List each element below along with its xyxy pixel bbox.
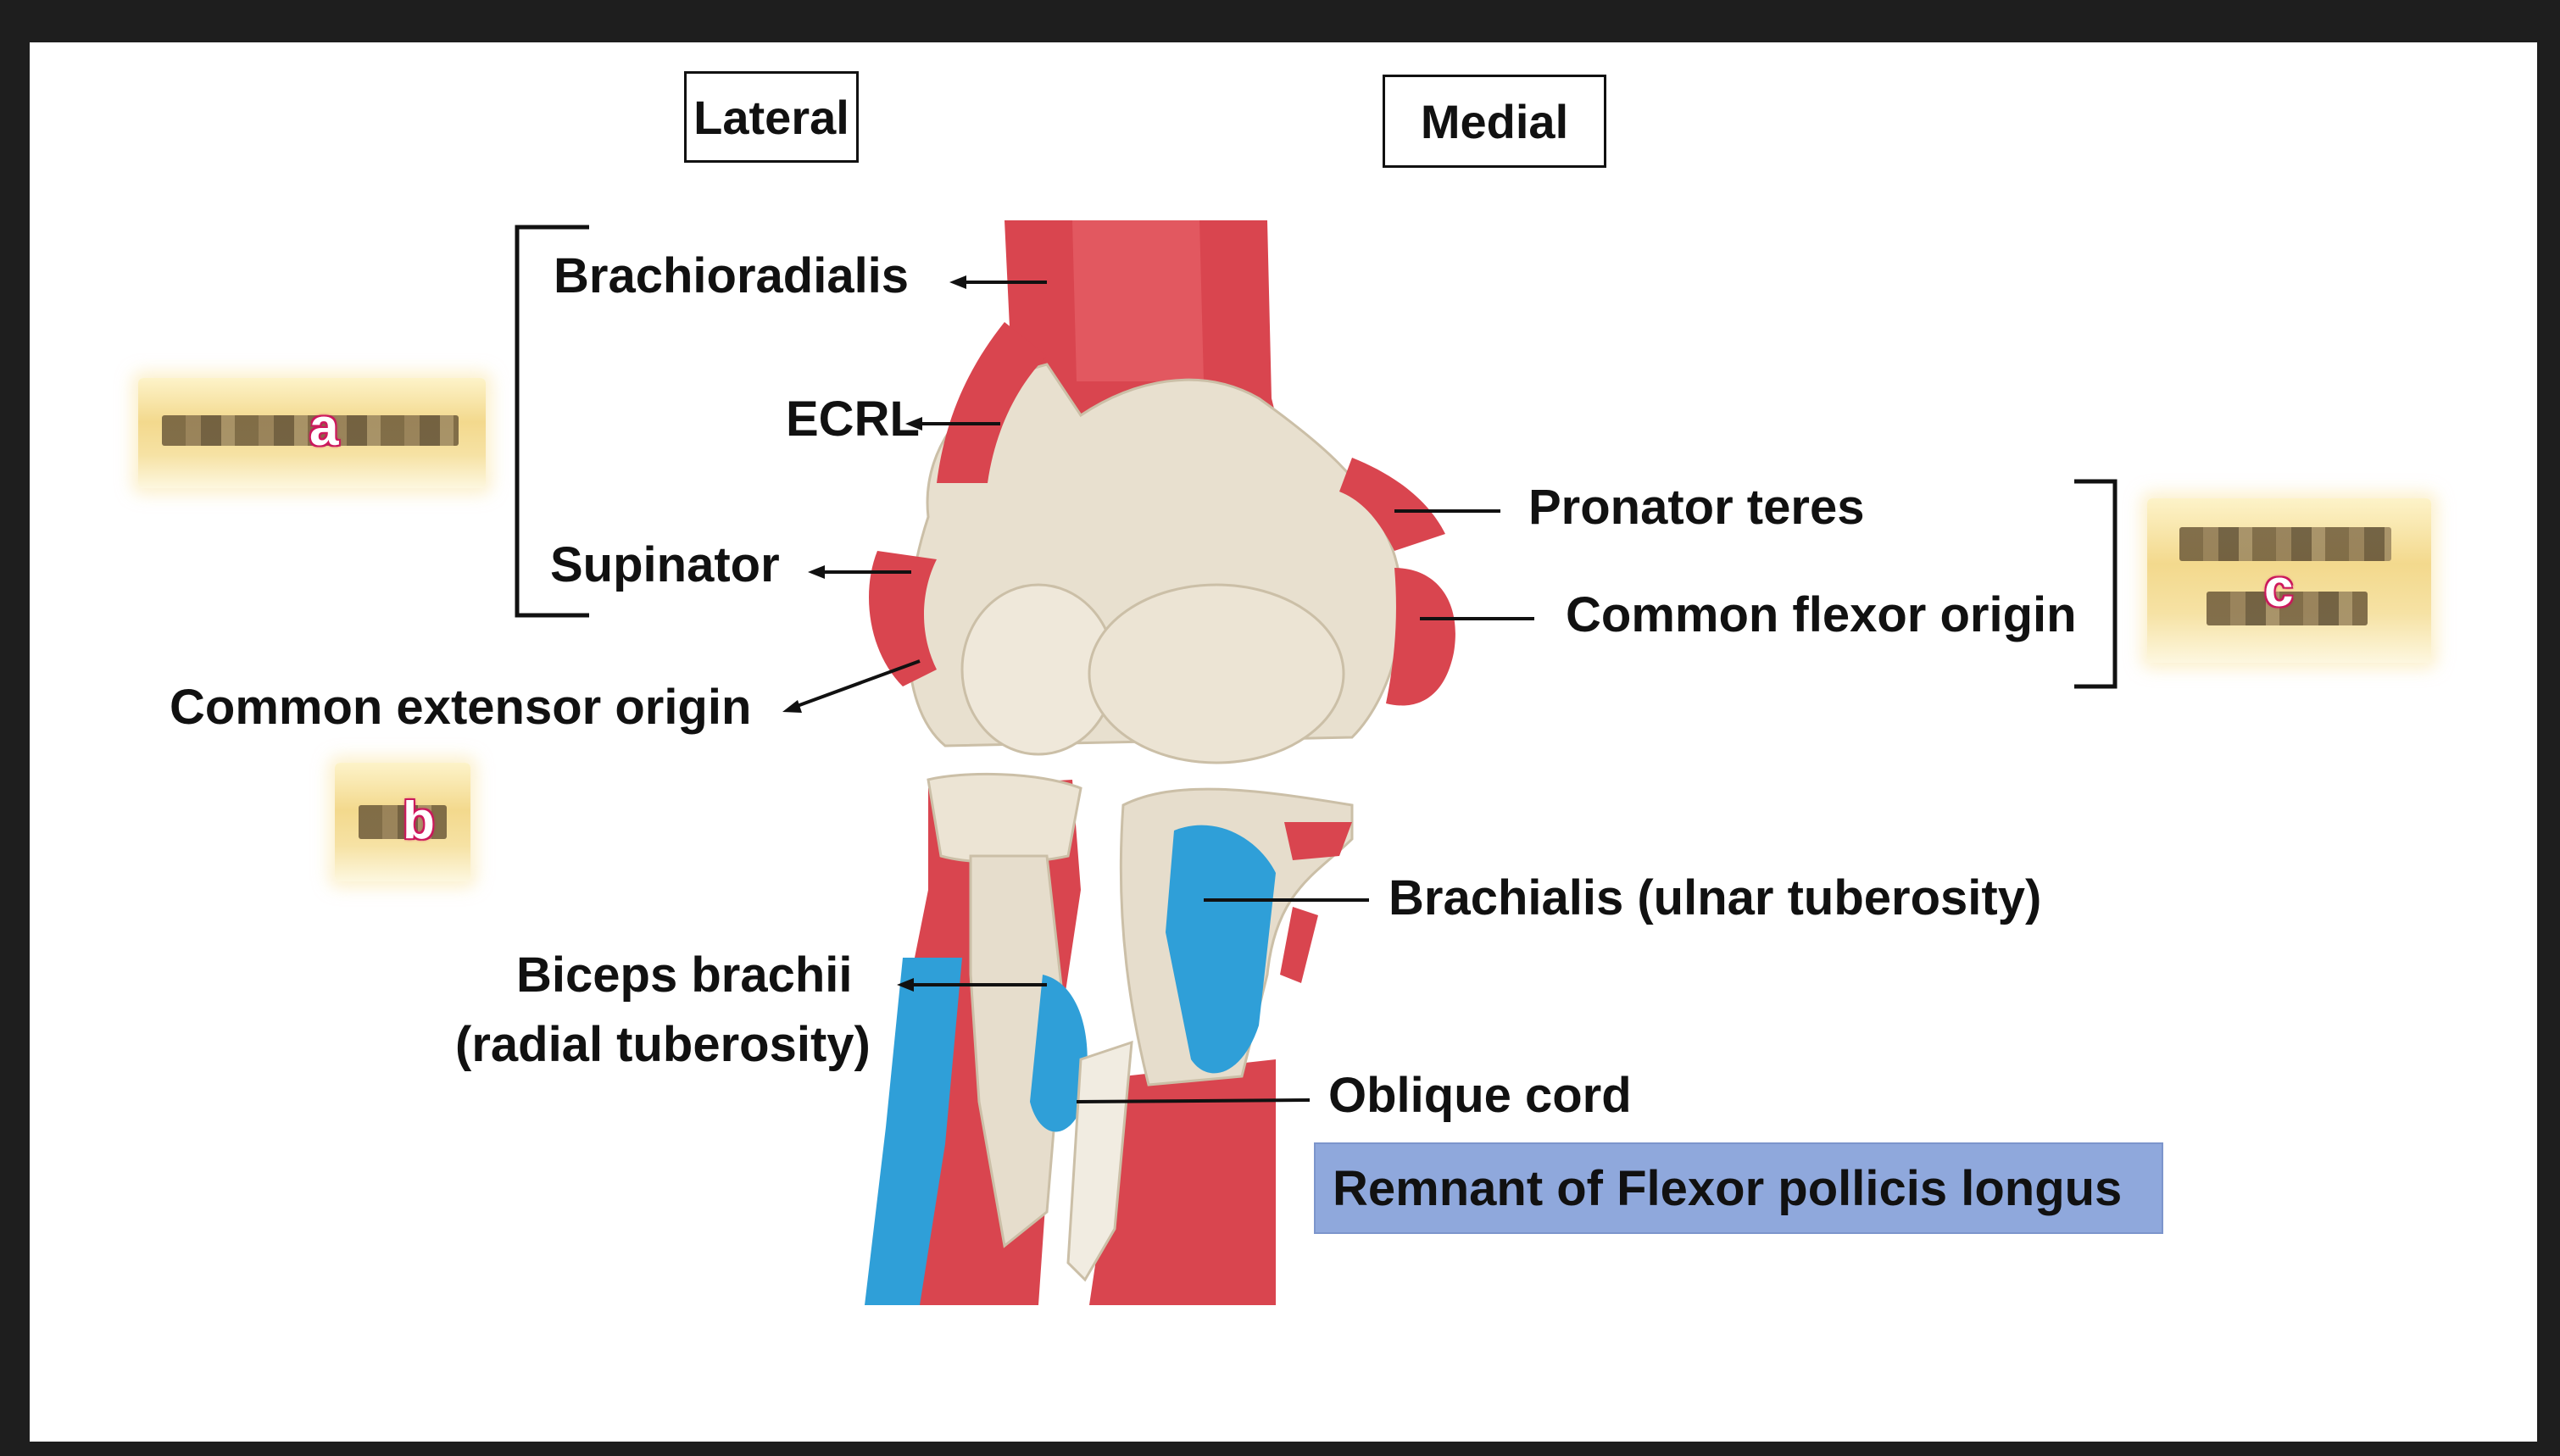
common-extensor-origin-label: Common extensor origin xyxy=(170,680,752,735)
ulna-shaft xyxy=(1089,1059,1276,1305)
answer-a-blurred-text xyxy=(162,415,459,446)
lateral-label: Lateral xyxy=(684,71,859,163)
biceps-arrowhead xyxy=(897,978,914,992)
common-flexor-origin-label: Common flexor origin xyxy=(1566,587,2077,642)
common-flexor-origin-patch xyxy=(1386,568,1455,706)
supinator-label: Supinator xyxy=(550,537,780,592)
answer-c-blurred-text-line1 xyxy=(2179,527,2391,561)
answer-marker-c: c xyxy=(2264,559,2294,618)
radius-head xyxy=(927,772,1082,864)
ulna-red-patch-1 xyxy=(1284,822,1352,860)
answer-box-b[interactable] xyxy=(335,763,470,881)
trochlea xyxy=(1088,583,1345,764)
answer-marker-a: a xyxy=(309,398,339,457)
answer-marker-b: b xyxy=(403,792,435,850)
ecrl-label: ECRL xyxy=(786,392,920,447)
supinator-origin-patch xyxy=(869,551,937,686)
flexor-pollicis-remnant-box: Remnant of Flexor pollicis longus xyxy=(1314,1142,2163,1234)
humerus-shaft-highlight xyxy=(1072,220,1204,381)
brachialis-label: Brachialis (ulnar tuberosity) xyxy=(1389,870,2042,925)
brachioradialis-arrowhead xyxy=(949,275,966,289)
medial-label: Medial xyxy=(1383,75,1606,168)
supinator-arrowhead xyxy=(808,565,825,579)
elbow-bones-illustration xyxy=(515,220,2118,1305)
oblique-cord-label: Oblique cord xyxy=(1328,1068,1632,1123)
medial-bracket xyxy=(2074,479,2118,689)
pronator-teres-label: Pronator teres xyxy=(1528,480,1865,535)
lateral-bracket xyxy=(515,225,589,618)
ecrl-origin-patch xyxy=(937,322,1047,483)
radius-blue-lateral xyxy=(865,958,962,1305)
radius-neck-bone xyxy=(969,854,1066,1248)
answer-b-blurred-text xyxy=(359,805,447,839)
leader-lines xyxy=(782,275,1534,1103)
pronator-teres-origin-patch xyxy=(1339,458,1445,551)
common-extensor-leader xyxy=(792,659,921,709)
biceps-label-line2: (radial tuberosity) xyxy=(455,1017,871,1072)
brachioradialis-label: Brachioradialis xyxy=(554,248,910,303)
biceps-label-line1: Biceps brachii xyxy=(516,948,853,1003)
ecrl-arrowhead xyxy=(905,417,922,431)
answer-c-blurred-text-line2 xyxy=(2207,592,2368,625)
answer-box-a[interactable] xyxy=(138,378,486,488)
slide-canvas: Lateral Medial Brachioradialis ECRL Supi… xyxy=(30,42,2537,1442)
biceps-insertion-blue xyxy=(1030,975,1088,1132)
ulna-red-patch-2 xyxy=(1280,907,1318,983)
oblique-cord-leader xyxy=(1076,1098,1311,1103)
common-extensor-arrowhead xyxy=(782,700,802,713)
brachialis-insertion-blue xyxy=(1166,825,1276,1074)
answer-box-c[interactable] xyxy=(2147,498,2431,663)
